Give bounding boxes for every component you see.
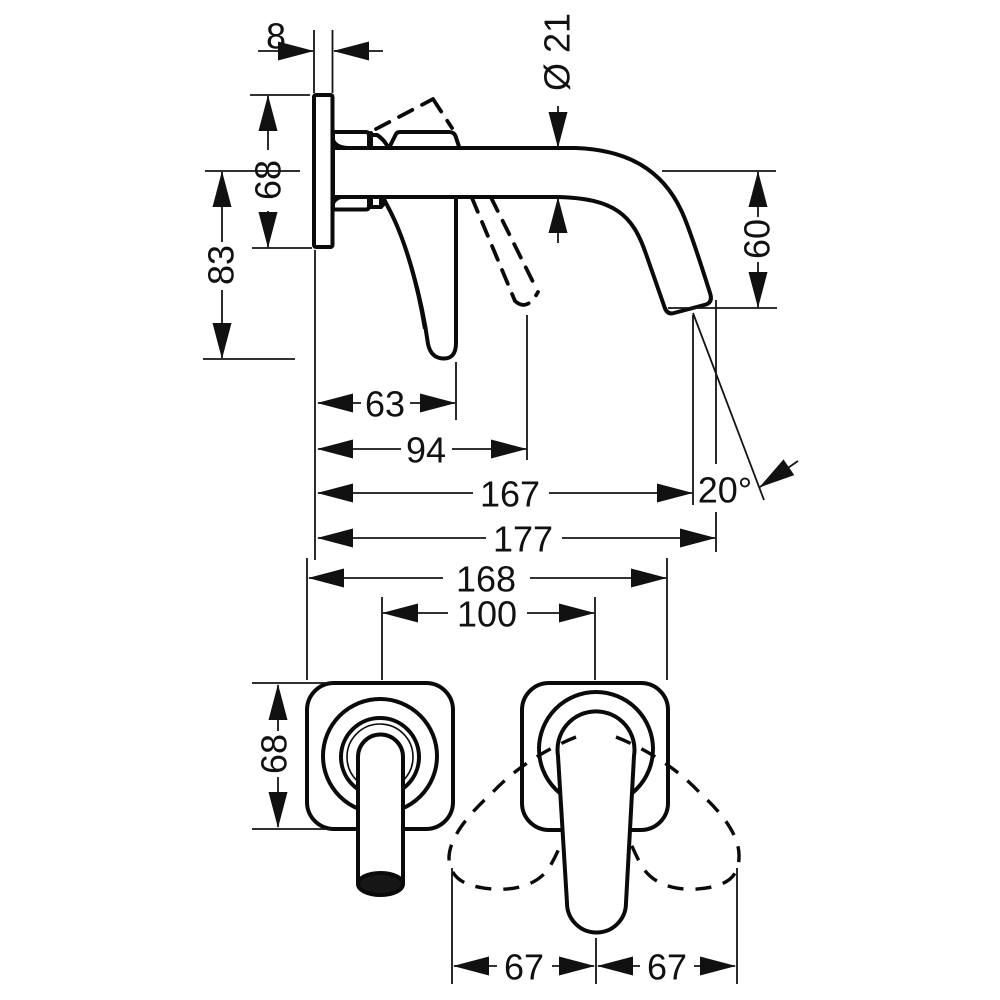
lever-top-closed: [387, 130, 462, 150]
ext-front-escutcheon-height: [252, 682, 332, 830]
spout-outlet-opening: [356, 871, 405, 897]
dim-overall-height: 83: [201, 245, 242, 285]
lever-raised-dashed: [374, 97, 454, 131]
dim-overall-width: 168: [456, 559, 516, 600]
dim-handle-offset: 67: [647, 947, 687, 988]
upper-step: [369, 131, 391, 150]
spout-side: [331, 146, 713, 316]
side-view: 8 68 83 Ø 21 60 63 94 167 177 20°: [201, 13, 799, 560]
front-view: 168 100 68 67 67: [252, 558, 741, 988]
dim-overall-projection: 177: [493, 519, 553, 560]
angle-leader-arrow: [759, 459, 799, 488]
spout-front: [356, 732, 405, 884]
dim-lever-projection: 63: [365, 384, 405, 425]
ext-offsets: [451, 868, 738, 984]
dim-escutcheon-height: 68: [248, 160, 289, 200]
ext-plate-thickness: [313, 30, 334, 93]
upper-collar: [331, 130, 371, 150]
wall-plate: [312, 93, 335, 249]
dim-lever-open-projection: 94: [406, 430, 446, 471]
dim-spout-drop: 60: [737, 219, 778, 259]
ext-overall-width: [306, 558, 668, 680]
dim-spout-projection: 167: [480, 474, 540, 515]
lever-contour-line: [389, 212, 426, 330]
dim-spout-offset: 67: [504, 947, 544, 988]
dim-plate-thickness: 8: [266, 16, 286, 57]
dim-spout-diameter: Ø 21: [537, 13, 578, 91]
spout-angle-line: [692, 312, 765, 501]
dim-front-escutcheon-height: 68: [254, 734, 295, 774]
dim-hole-spacing: 100: [457, 594, 517, 635]
dim-spout-angle: 20°: [698, 470, 752, 511]
lever-open-dashed: [470, 195, 540, 307]
handle-front: [555, 709, 637, 935]
